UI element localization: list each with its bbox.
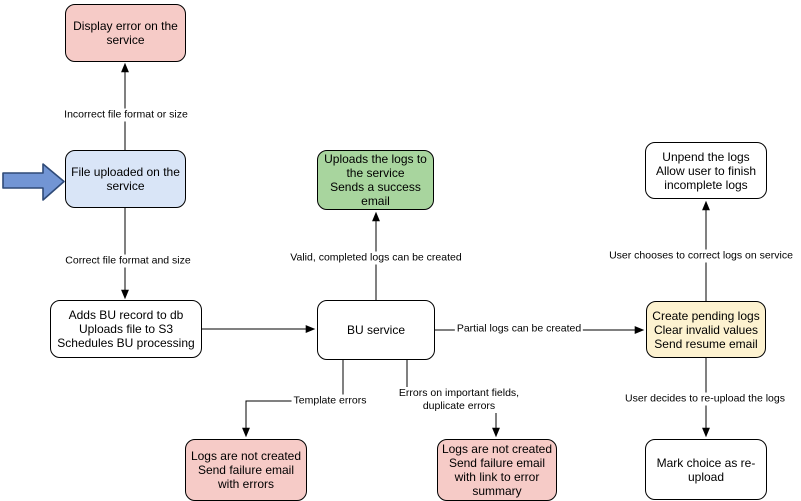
- edge-label-partial-logs: Partial logs can be created: [454, 322, 584, 336]
- node-logs-not-created-summary: Logs are not created Send failure email …: [437, 439, 557, 501]
- node-bu-service: BU service: [317, 300, 435, 360]
- node-unpend-logs: Unpend the logs Allow user to finish inc…: [645, 142, 767, 199]
- edge-label-incorrect-format: Incorrect file format or size: [62, 108, 190, 122]
- edge-label-important-fields: Errors on important fields, duplicate er…: [396, 387, 522, 413]
- entry-arrow-icon: [2, 163, 65, 201]
- node-adds-bu-record: Adds BU record to db Uploads file to S3 …: [50, 300, 202, 358]
- edge-label-user-chooses: User chooses to correct logs on service: [607, 249, 795, 263]
- edge-label-correct-format: Correct file format and size: [63, 254, 193, 268]
- node-uploads-logs-success: Uploads the logs to the service Sends a …: [317, 150, 434, 210]
- node-mark-choice-reupload: Mark choice as re- upload: [645, 439, 767, 500]
- node-display-error: Display error on the service: [65, 4, 186, 62]
- edge-label-template-errors: Template errors: [291, 394, 369, 408]
- edge-label-valid-completed: Valid, completed logs can be created: [288, 251, 464, 265]
- node-create-pending-logs: Create pending logs Clear invalid values…: [646, 301, 766, 358]
- node-logs-not-created-errors: Logs are not created Send failure email …: [185, 439, 307, 501]
- edge-label-user-decides: User decides to re-upload the logs: [623, 392, 787, 406]
- node-file-uploaded: File uploaded on the service: [65, 150, 186, 208]
